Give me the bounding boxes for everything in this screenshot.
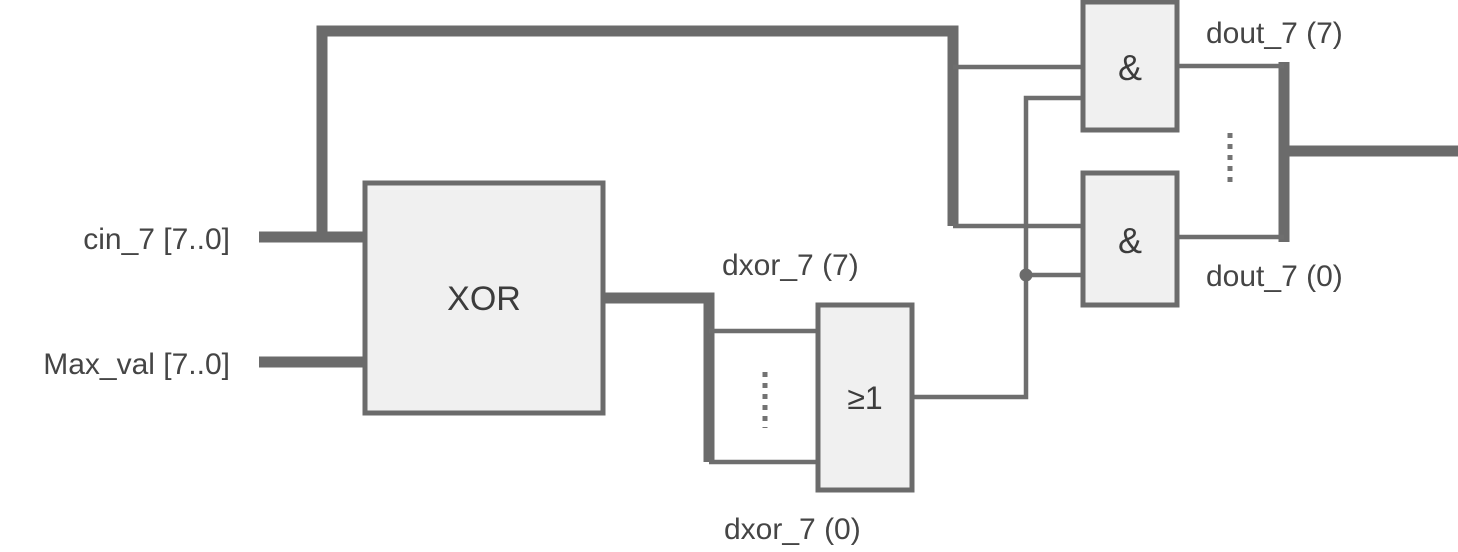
and-gate-bottom: &: [1080, 170, 1180, 308]
xor-gate: XOR: [362, 180, 606, 416]
wire-cin-bus-top: [316, 25, 959, 242]
wire-xor-output-bus: [603, 292, 715, 462]
xor-gate-box: [362, 180, 606, 416]
and-gate-top-label: &: [1118, 47, 1142, 88]
xor-gate-label: XOR: [447, 280, 521, 318]
wire-junction-dot: [1019, 268, 1033, 282]
and-gate-bottom-label: &: [1118, 220, 1142, 261]
or-gate-box: [815, 302, 915, 493]
input-label-maxval: Max_val [7..0]: [43, 348, 230, 381]
net-label-dout-top: dout_7 (7): [1206, 17, 1343, 50]
net-label-dxor-bottom: dxor_7 (0): [724, 513, 861, 546]
or-gate-label: ≥1: [847, 380, 882, 416]
wire-or-output: [912, 95, 1083, 400]
input-label-cin: cin_7 [7..0]: [83, 223, 230, 256]
net-label-dout-bottom: dout_7 (0): [1206, 260, 1343, 293]
and-gate-top: &: [1080, 0, 1180, 133]
net-label-dxor-top: dxor_7 (7): [722, 249, 859, 282]
and-gate-bottom-box: [1080, 170, 1180, 308]
or-gate: ≥1: [815, 302, 915, 493]
and-gate-top-box: [1080, 0, 1180, 133]
